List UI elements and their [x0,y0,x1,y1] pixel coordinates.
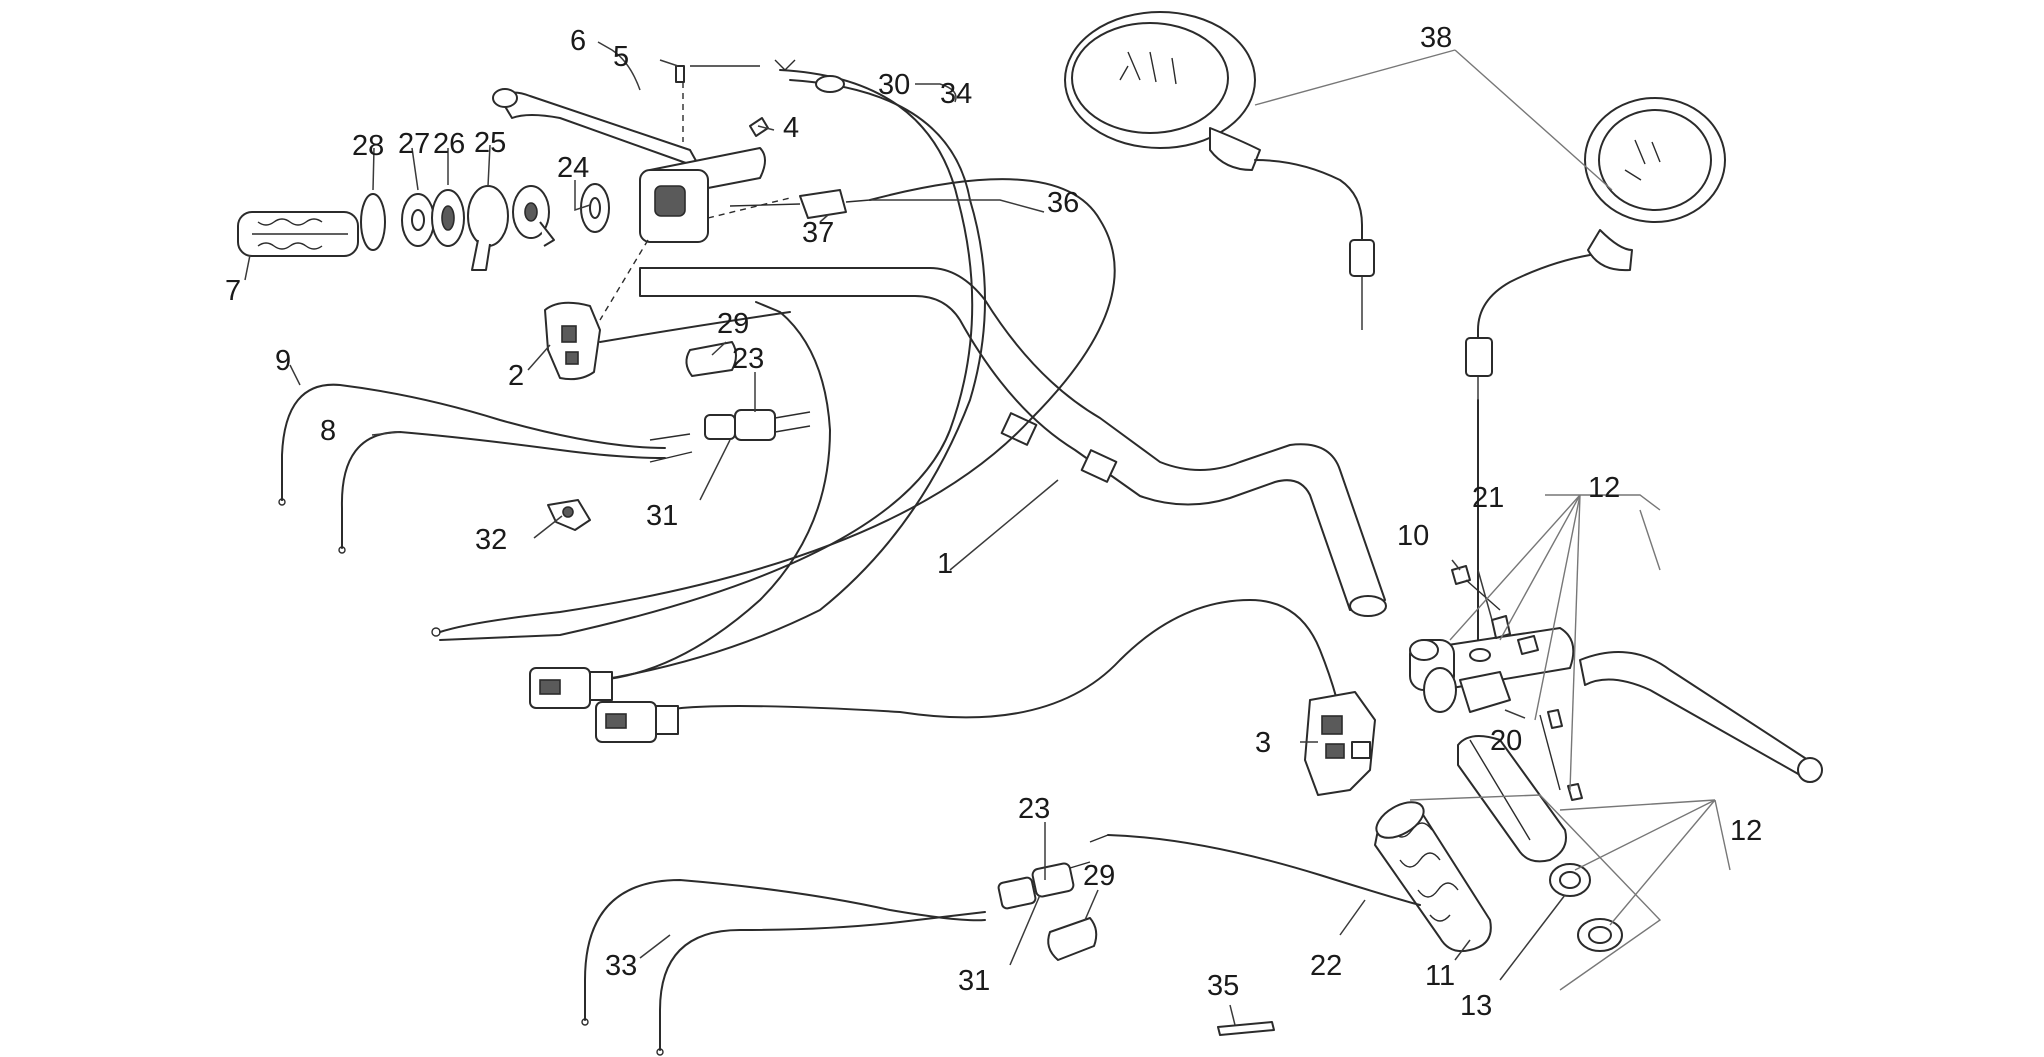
callout-21: 21 [1472,482,1504,514]
callout-33: 33 [605,950,637,982]
callout-23-upper: 23 [732,343,764,375]
callout-30-label: 30 [878,69,910,101]
callout-9: 9 [275,345,291,377]
callout-28: 28 [352,130,384,162]
callout-34: 34 [940,78,972,110]
callout-36: 36 [1047,187,1079,219]
left-washers-part [360,183,610,271]
callout-2: 2 [508,360,524,392]
callout-29-upper: 29 [717,308,749,340]
callout-38: 38 [1420,22,1452,54]
callout-26: 26 [433,128,465,160]
mirror-right-part [1465,97,1726,651]
callout-22: 22 [1310,950,1342,982]
callout-23-lower: 23 [1018,793,1050,825]
callout-1: 1 [937,548,953,580]
callout-6: 6 [570,25,586,57]
callout-5: 5 [613,41,629,73]
lower-cables [581,834,1421,1056]
right-switch-part [1304,691,1376,796]
callout-3: 3 [1255,727,1271,759]
mirror-left-part [1064,11,1375,330]
callout-35: 35 [1207,970,1239,1002]
callout-32: 32 [475,524,507,556]
left-grip-part [237,211,359,257]
callout-labels: 6 5 4 28 27 26 25 24 7 9 8 2 29 23 31 32… [225,22,1762,1022]
handlebar-part [639,267,1387,617]
callout-20: 20 [1490,725,1522,757]
callout-31-upper: 31 [646,500,678,532]
callout-25: 25 [474,127,506,159]
callout-12-upper: 12 [1588,472,1620,504]
right-throttle-grip-part [1374,735,1662,991]
callout-27: 27 [398,128,430,160]
right-lever-assembly-part [1409,565,1823,801]
cable-clip-part [547,499,591,531]
cable-adjuster-upper-part [704,409,811,441]
adjuster-upper-part [685,341,737,377]
callout-12-lower: 12 [1730,815,1762,847]
left-lever-assembly-part [492,65,791,321]
callout-24: 24 [557,152,589,184]
callout-29-lower: 29 [1083,860,1115,892]
callout-31-lower: 31 [958,965,990,997]
left-switch-housing-part [544,301,601,381]
callout-13: 13 [1460,990,1492,1022]
callout-8: 8 [320,415,336,447]
cables [278,59,1346,743]
callout-37: 37 [802,217,834,249]
callout-7: 7 [225,275,241,307]
callout-10: 10 [1397,520,1429,552]
callout-4: 4 [783,112,799,144]
leader-lines [244,41,1731,1026]
callout-11: 11 [1425,960,1455,992]
